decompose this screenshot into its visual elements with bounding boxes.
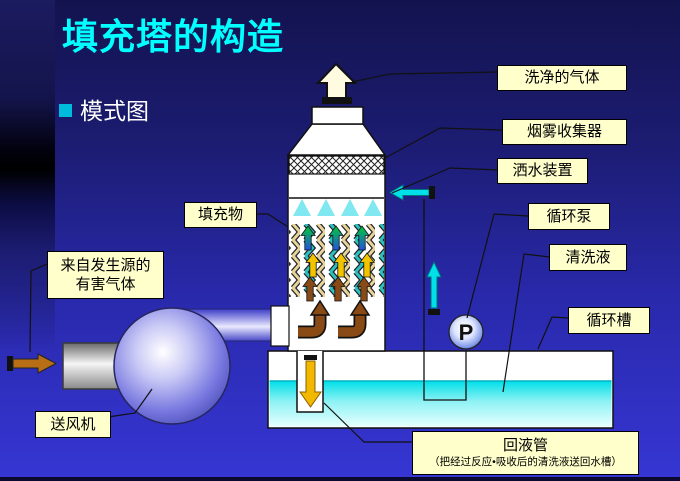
slide-bottom-edge: [0, 477, 680, 481]
label-return-pipe-note: （把经过反应•吸收后的清洗液送回水槽）: [429, 455, 622, 468]
page-title: 填充塔的构造: [62, 16, 285, 57]
tank-liquid: [269, 381, 612, 427]
return-arrow-band: [304, 355, 317, 360]
connector-cleaning-liquid: [502, 253, 551, 393]
bullet-square-icon: [59, 104, 72, 117]
label-blower: 送风机: [35, 411, 111, 438]
label-circulation-pump: 循环泵: [528, 203, 610, 230]
label-circulation-tank: 循环槽: [568, 307, 650, 334]
label-cleaning-liquid: 清洗液: [549, 244, 627, 271]
connector-blower: [107, 388, 153, 418]
connector-packing: [256, 213, 289, 228]
tower-hood: [286, 123, 387, 156]
left-decoration-strip: [0, 0, 55, 352]
wash-water-left-arrow-icon: [388, 184, 435, 201]
riser-pipe: P: [423, 199, 484, 401]
label-packing: 填充物: [184, 202, 257, 228]
label-return-pipe: 回液管 （把经过反应•吸收后的清洗液送回水槽）: [412, 431, 639, 475]
connector-source-gas: [29, 263, 48, 353]
return-flow-arrow-icon: [299, 360, 322, 408]
connector-spray-device: [391, 167, 499, 194]
label-mist-collector: 烟雾收集器: [502, 119, 627, 145]
intake-cylinder-icon: [62, 342, 120, 390]
bullet-row: 模式图: [59, 92, 149, 126]
circulation-tank-shape: [267, 350, 614, 429]
connector-clean-gas: [351, 71, 498, 83]
bullet-label: 模式图: [80, 98, 149, 124]
tower-body: [270, 106, 387, 352]
pump-circle: [448, 314, 484, 350]
label-clean-gas: 洗净的气体: [497, 65, 627, 91]
connector-tank: [537, 316, 569, 350]
label-spray-device: 洒水装置: [497, 158, 588, 184]
wash-water-up-arrow-icon: [426, 260, 442, 315]
blower-sphere-icon: [113, 307, 231, 425]
mist-collector-hatch: [288, 155, 385, 175]
label-source-gas-line2: 有害气体: [75, 276, 136, 293]
inlet-gas-arrow-icon: [7, 353, 58, 374]
clean-gas-arrow-icon: [315, 62, 358, 104]
label-source-gas-line1: 来自发生源的: [60, 256, 151, 274]
pump-symbol: P: [459, 320, 474, 345]
tower-inlet-opening: [270, 305, 290, 347]
connector-return-pipe: [323, 402, 412, 443]
connector-mist-collector: [384, 127, 503, 159]
return-pipe-shape: [296, 351, 324, 413]
gas-turn-arrow-icon: [298, 299, 371, 339]
label-source-gas: 来自发生源的 有害气体: [47, 251, 164, 299]
connector-lines: [29, 71, 569, 443]
label-return-pipe-title: 回液管: [502, 437, 548, 455]
spray-nozzles-icon: [289, 197, 384, 216]
connector-pump: [466, 213, 529, 319]
tower-outlet-neck: [311, 106, 364, 125]
